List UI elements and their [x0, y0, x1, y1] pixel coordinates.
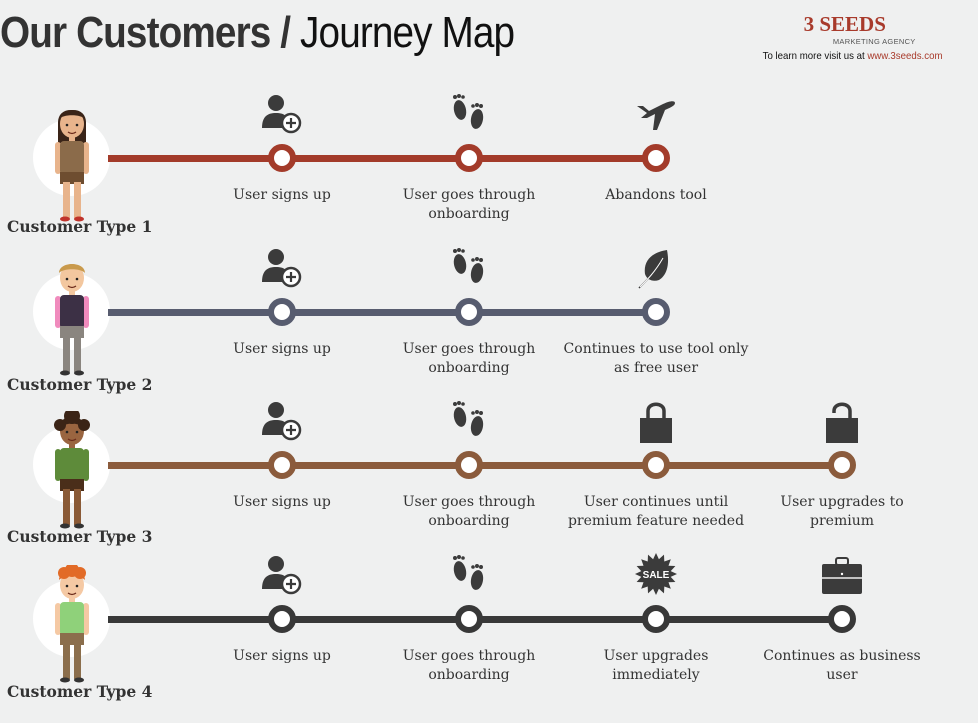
journey-node [268, 144, 296, 172]
lock-open-icon [819, 399, 865, 443]
journey-node [642, 144, 670, 172]
customer-type-label: Customer Type 4 [7, 682, 153, 701]
footprints-icon [446, 399, 492, 443]
journey-node [455, 298, 483, 326]
learn-more-text: To learn more visit us at www.3seeds.com [762, 50, 942, 62]
brand-subtitle: MARKETING AGENCY [832, 37, 916, 46]
customer-type-label: Customer Type 1 [7, 217, 153, 236]
journey-node [642, 451, 670, 479]
brand-link[interactable]: www.3seeds.com [866, 50, 942, 62]
journey-node [828, 605, 856, 633]
sale-badge-icon: SALE [633, 553, 679, 597]
journey-node [268, 605, 296, 633]
sale-badge-text: SALE [643, 570, 670, 581]
journey-node [268, 298, 296, 326]
step-label: User upgrades immediately [603, 648, 709, 683]
step-label: User signs up [233, 494, 331, 510]
learn-more-label: To learn more visit us at [762, 50, 867, 62]
step-label: User goes through onboarding [402, 341, 536, 376]
customer-avatar [46, 104, 98, 224]
journey-node [828, 451, 856, 479]
customer-type-label: Customer Type 3 [7, 527, 153, 546]
journey-node [455, 451, 483, 479]
briefcase-icon [819, 553, 865, 597]
step-label: User upgrades to premium [780, 494, 904, 529]
step-label: User signs up [233, 648, 331, 664]
lock-closed-icon [633, 399, 679, 443]
page-title: Our Customers / Journey Map [0, 8, 515, 58]
user-add-icon [259, 553, 305, 597]
user-add-icon [259, 92, 305, 136]
journey-node [642, 298, 670, 326]
footprints-icon [446, 246, 492, 290]
journey-node [642, 605, 670, 633]
step-label: User goes through onboarding [402, 187, 536, 222]
step-label: User signs up [233, 341, 331, 357]
footprints-icon [446, 553, 492, 597]
footprints-icon [446, 92, 492, 136]
journey-node [268, 451, 296, 479]
airplane-icon [633, 92, 679, 136]
step-label: Continues to use tool only as free user [563, 341, 749, 376]
journey-line [108, 155, 656, 162]
customer-avatar [46, 408, 98, 531]
step-label: User signs up [233, 187, 331, 203]
customer-type-label: Customer Type 2 [7, 375, 153, 394]
step-label: User goes through onboarding [402, 648, 536, 683]
customer-avatar [46, 258, 98, 378]
journey-line [108, 309, 656, 316]
step-label: Abandons tool [605, 187, 707, 203]
journey-node [455, 144, 483, 172]
brand-block: 3 SEEDS MARKETING AGENCY To learn more v… [747, 12, 942, 62]
user-add-icon [259, 246, 305, 290]
title-bold: Our Customers / [0, 8, 291, 57]
user-add-icon [259, 399, 305, 443]
journey-node [455, 605, 483, 633]
title-light: Journey Map [290, 8, 515, 57]
step-label: User goes through onboarding [402, 494, 536, 529]
step-label: User continues until premium feature nee… [567, 494, 745, 529]
customer-avatar [46, 563, 98, 685]
leaf-icon [633, 246, 679, 290]
step-label: Continues as business user [763, 648, 921, 683]
brand-logo: 3 SEEDS [803, 12, 886, 36]
